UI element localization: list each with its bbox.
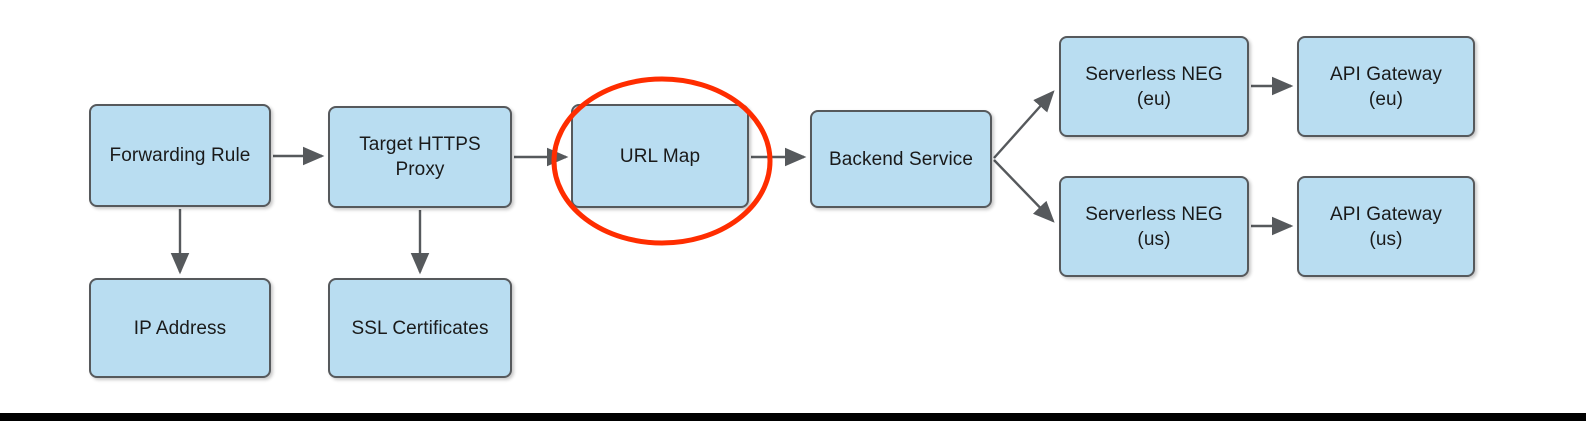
node-ssl-certificates[interactable]: SSL Certificates bbox=[328, 278, 512, 378]
node-label: Forwarding Rule bbox=[109, 145, 251, 166]
node-target-https-proxy[interactable]: Target HTTPS Proxy bbox=[328, 106, 512, 208]
node-serverless-neg-eu[interactable]: Serverless NEG (eu) bbox=[1059, 36, 1249, 137]
node-label: SSL Certificates bbox=[351, 317, 489, 339]
node-label: API Gateway (us) bbox=[1330, 203, 1442, 250]
node-label: API Gateway (eu) bbox=[1330, 63, 1442, 110]
node-label: Serverless NEG (eu) bbox=[1085, 63, 1223, 110]
node-label: Target HTTPS Proxy bbox=[359, 134, 481, 180]
node-ip-address[interactable]: IP Address bbox=[89, 278, 271, 378]
node-backend-service[interactable]: Backend Service bbox=[810, 110, 992, 208]
node-label: IP Address bbox=[133, 317, 227, 339]
node-label: Serverless NEG (us) bbox=[1085, 203, 1223, 250]
node-api-gateway-eu[interactable]: API Gateway (eu) bbox=[1297, 36, 1475, 137]
node-api-gateway-us[interactable]: API Gateway (us) bbox=[1297, 176, 1475, 277]
edge-backend-service-to-serverless-neg-eu bbox=[993, 90, 1055, 159]
node-label: Backend Service bbox=[828, 148, 974, 170]
node-forwarding-rule[interactable]: Forwarding Rule bbox=[89, 104, 271, 207]
node-url-map[interactable]: URL Map bbox=[571, 104, 749, 208]
node-label: URL Map bbox=[619, 145, 701, 167]
footer-bar bbox=[0, 413, 1586, 421]
node-serverless-neg-us[interactable]: Serverless NEG (us) bbox=[1059, 176, 1249, 277]
edge-backend-service-to-serverless-neg-us bbox=[993, 159, 1055, 223]
